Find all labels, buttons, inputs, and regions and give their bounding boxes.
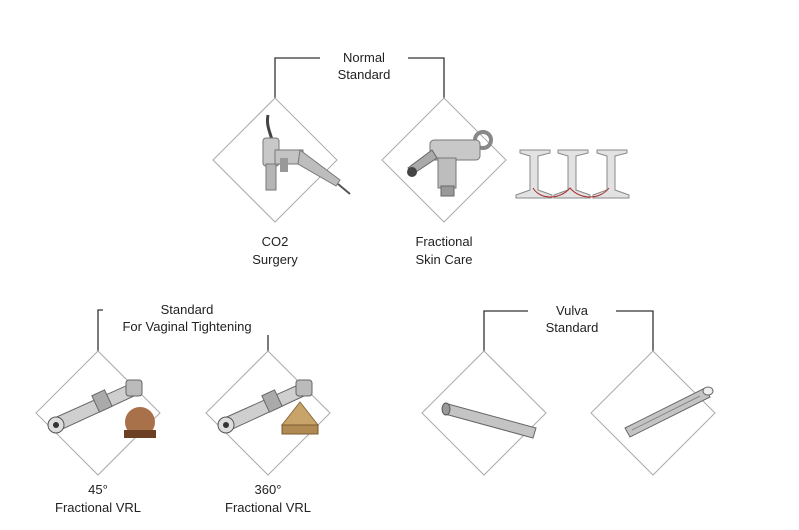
group-label-line2: Standard: [337, 67, 391, 82]
group-label-vaginal-tightening: Standard For Vaginal Tightening: [103, 301, 271, 335]
spacer-tips-icon: [515, 149, 630, 199]
fractional-vrl-360-probe-icon: [217, 379, 320, 435]
vulva-probe-angled-icon: [624, 386, 714, 438]
caption-line2: Fractional VRL: [225, 500, 311, 515]
co2-surgery-handpiece-icon: [262, 114, 351, 195]
vulva-probe-straight-icon: [441, 402, 537, 439]
fractional-skin-care-handpiece-icon: [407, 130, 493, 197]
caption-fractional-vrl-360: 360° Fractional VRL: [208, 481, 328, 517]
caption-line2: Fractional VRL: [55, 500, 141, 515]
fractional-vrl-45-probe-icon: [47, 379, 156, 438]
group-label-line1: Normal: [343, 50, 385, 65]
group-label-vulva: Vulva Standard: [528, 302, 616, 336]
group-label-normal: Normal Standard: [320, 49, 408, 83]
caption-line1: CO2: [261, 234, 289, 249]
caption-co2-surgery: CO2 Surgery: [225, 233, 325, 269]
group-label-line2: For Vaginal Tightening: [122, 319, 252, 334]
caption-line1: Fractional: [415, 234, 473, 249]
diamond-frame-skin-care: [381, 97, 507, 223]
diamond-frame-vulva-2: [590, 350, 716, 476]
caption-line2: Surgery: [252, 252, 298, 267]
caption-line1: 360°: [254, 482, 282, 497]
caption-line2: Skin Care: [415, 252, 473, 267]
diamond-frame-vulva-1: [421, 350, 547, 476]
group-label-line1: Vulva: [555, 303, 589, 318]
caption-fractional-skin-care: Fractional Skin Care: [394, 233, 494, 269]
group-label-line2: Standard: [545, 320, 599, 335]
caption-fractional-vrl-45: 45° Fractional VRL: [38, 481, 158, 517]
group-label-line1: Standard: [160, 302, 214, 317]
caption-line1: 45°: [88, 482, 108, 497]
diamond-frame-co2: [212, 97, 338, 223]
